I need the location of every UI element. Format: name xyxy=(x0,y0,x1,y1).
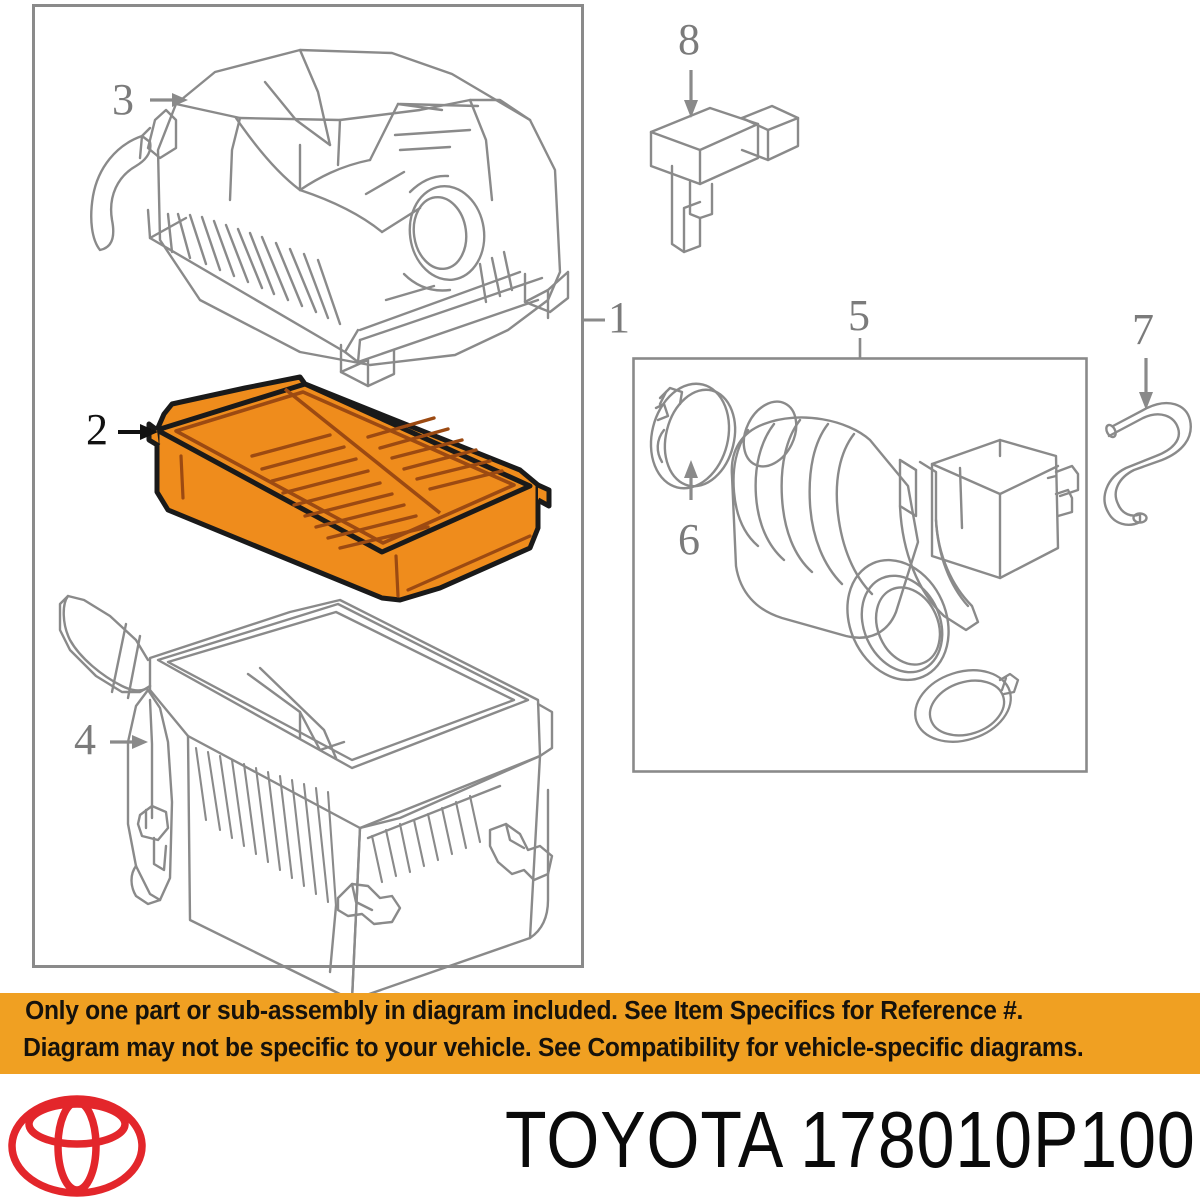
part-air-cleaner-cap xyxy=(90,48,570,388)
logo-horizontal-oval xyxy=(25,1100,129,1148)
part-number-text: TOYOTA 178010P100 xyxy=(505,1094,1196,1184)
callout-4-arrow xyxy=(110,735,148,749)
callout-label-6: 6 xyxy=(678,515,700,564)
part-vent-hose xyxy=(1103,401,1192,526)
callout-label-3: 3 xyxy=(112,75,134,124)
callout-label-1: 1 xyxy=(608,293,630,342)
part-air-cleaner-hose xyxy=(730,400,1080,743)
footer xyxy=(0,1071,1200,1200)
toyota-logo-svg xyxy=(8,1095,146,1197)
toyota-logo xyxy=(6,1094,148,1198)
part-mass-air-flow-sensor xyxy=(649,104,800,254)
callout-2-arrow xyxy=(118,424,158,440)
logo-vertical-oval xyxy=(54,1098,100,1194)
callout-label-8: 8 xyxy=(678,15,700,64)
callout-label-5: 5 xyxy=(848,291,870,340)
callout-7-arrow xyxy=(1139,358,1153,410)
disclaimer-line-1: Only one part or sub-assembly in diagram… xyxy=(25,997,1024,1025)
part-hose-clamp xyxy=(649,382,737,490)
callout-8-arrow xyxy=(684,70,698,118)
callout-label-7: 7 xyxy=(1132,305,1154,354)
disclaimer-banner: Only one part or sub-assembly in diagram… xyxy=(0,993,1200,1071)
part-air-cleaner-case xyxy=(58,594,554,1002)
callout-3-arrow xyxy=(150,93,188,107)
callout-6-arrow xyxy=(684,460,698,500)
part-air-filter-element xyxy=(146,374,552,603)
part-number-block: TOYOTA 178010P100 xyxy=(505,1094,1200,1184)
callout-label-4: 4 xyxy=(74,715,96,764)
callout-label-2: 2 xyxy=(86,405,108,454)
hose-assembly-panel xyxy=(632,357,1088,773)
footer-accent-rule xyxy=(0,1071,1200,1074)
disclaimer-line-2: Diagram may not be specific to your vehi… xyxy=(23,1034,1084,1062)
